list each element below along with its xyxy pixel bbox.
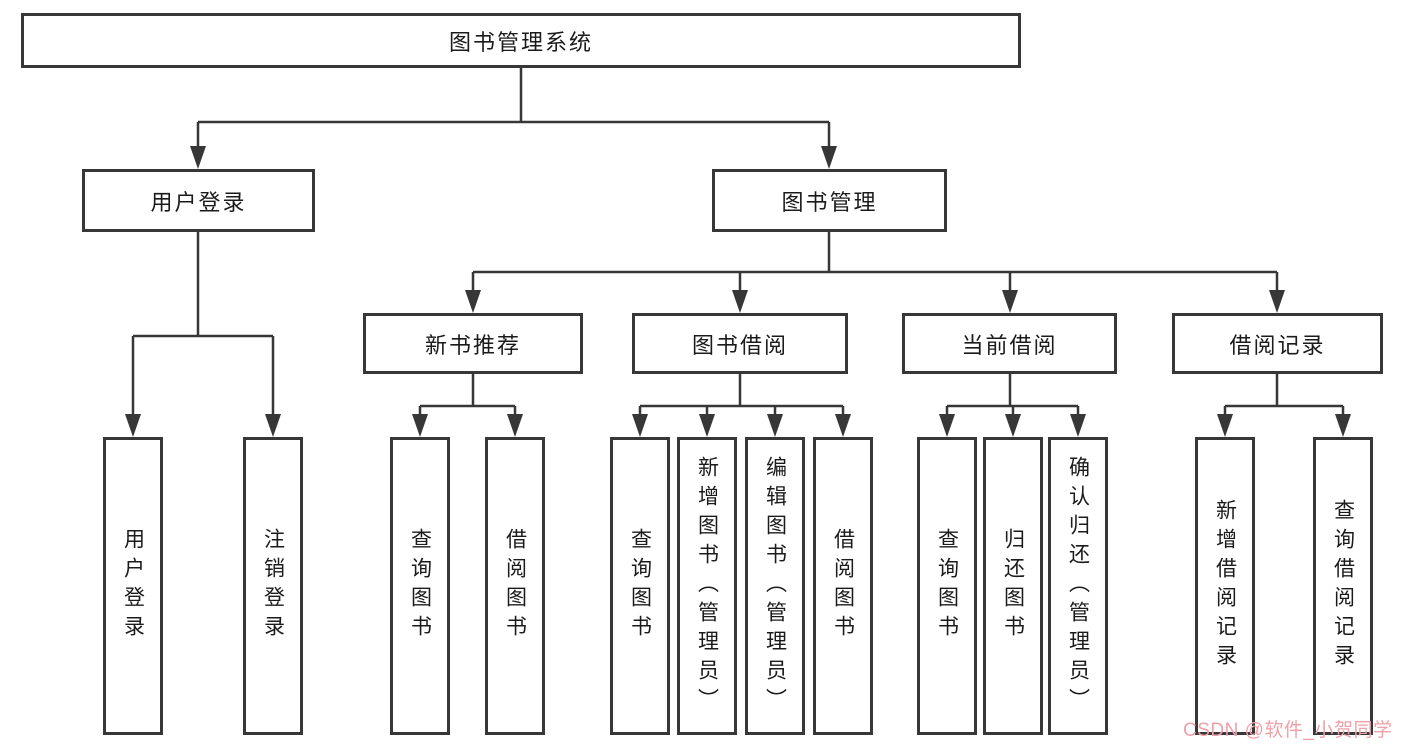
node-new-book-recommend: 新书推荐 [363, 313, 583, 374]
node-leaf-query-books-3: 查询图书 [917, 437, 977, 735]
node-leaf-add-borrow-record: 新增借阅记录 [1195, 437, 1255, 735]
node-leaf-query-books-1: 查询图书 [390, 437, 450, 735]
node-book-borrowing: 图书借阅 [632, 313, 848, 374]
node-leaf-query-books-2: 查询图书 [610, 437, 670, 735]
node-leaf-logout: 注销登录 [243, 437, 303, 735]
node-leaf-borrow-books-1: 借阅图书 [485, 437, 545, 735]
node-leaf-query-borrow-record: 查询借阅记录 [1313, 437, 1373, 735]
node-leaf-edit-books-admin: 编辑图书（管理员） [745, 437, 805, 735]
node-user-login: 用户登录 [82, 169, 315, 232]
node-borrowing-records: 借阅记录 [1172, 313, 1383, 374]
node-leaf-borrow-books-2: 借阅图书 [813, 437, 873, 735]
csdn-watermark: CSDN @软件_小贺同学 [1183, 720, 1393, 741]
node-book-management: 图书管理 [712, 169, 947, 232]
node-current-borrowing: 当前借阅 [902, 313, 1117, 374]
node-leaf-return-books: 归还图书 [983, 437, 1043, 735]
node-library-management-system: 图书管理系统 [21, 13, 1021, 68]
node-leaf-add-books-admin: 新增图书（管理员） [677, 437, 737, 735]
node-leaf-confirm-return-admin: 确认归还（管理员） [1048, 437, 1108, 735]
arrowheads [125, 146, 1351, 437]
node-leaf-user-login: 用户登录 [103, 437, 163, 735]
tree-edges [131, 66, 1345, 416]
